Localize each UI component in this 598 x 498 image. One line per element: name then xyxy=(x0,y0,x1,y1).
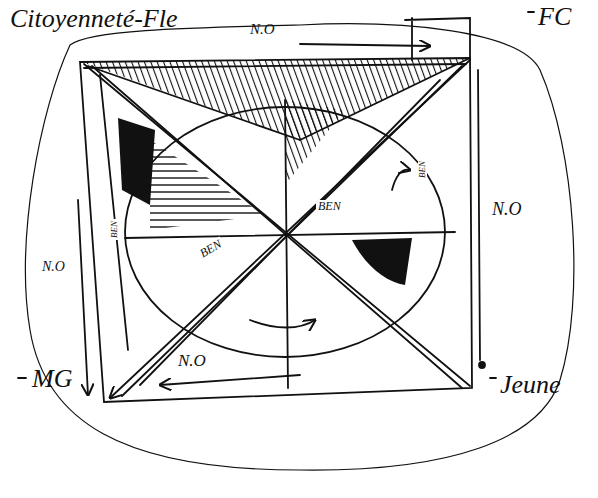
sector-label: BEN xyxy=(418,159,427,180)
side-label: N.O xyxy=(248,22,277,37)
side-label: N.O xyxy=(176,352,208,369)
side-label: N.O xyxy=(40,260,67,274)
sector-label: BEN xyxy=(196,237,225,261)
corner-label: FC xyxy=(536,4,573,30)
sector-label: BEN xyxy=(110,219,119,240)
side-label: N.O xyxy=(490,200,524,218)
corner-label: Citoyenneté-Fle xyxy=(8,6,179,32)
sector-label: BEN xyxy=(316,200,343,212)
corner-label: Jeune xyxy=(498,372,563,398)
corner-label: MG xyxy=(30,366,74,392)
